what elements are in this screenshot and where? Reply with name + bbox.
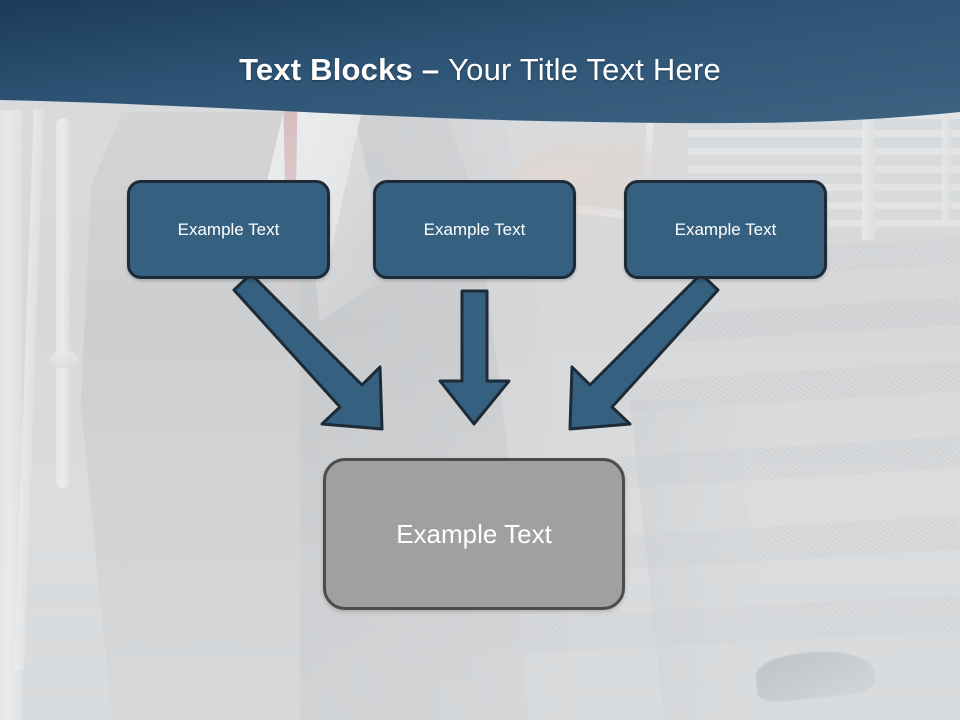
text-block-3-label: Example Text: [674, 219, 777, 239]
title-separator: –: [421, 52, 440, 87]
background-shoe: [753, 645, 877, 705]
text-block-2-label: Example Text: [423, 219, 526, 239]
title-rest-part: Your Title Text Here: [448, 52, 721, 87]
text-block-2[interactable]: Example Text: [373, 180, 576, 279]
text-block-1[interactable]: Example Text: [127, 180, 330, 279]
page-title: Text Blocks – Your Title Text Here: [0, 52, 960, 88]
header-shape: [0, 0, 960, 124]
text-block-1-label: Example Text: [177, 219, 280, 239]
background-pole: [56, 118, 70, 488]
header-banner: Text Blocks – Your Title Text Here: [0, 0, 960, 135]
background-stair-2: [659, 296, 960, 344]
text-block-result-label: Example Text: [396, 518, 552, 549]
text-block-result[interactable]: Example Text: [323, 458, 625, 610]
background-pole-joint: [50, 352, 78, 368]
title-bold-part: Text Blocks: [239, 52, 413, 87]
text-block-3[interactable]: Example Text: [624, 180, 827, 279]
header-curved-band: [0, 0, 960, 124]
